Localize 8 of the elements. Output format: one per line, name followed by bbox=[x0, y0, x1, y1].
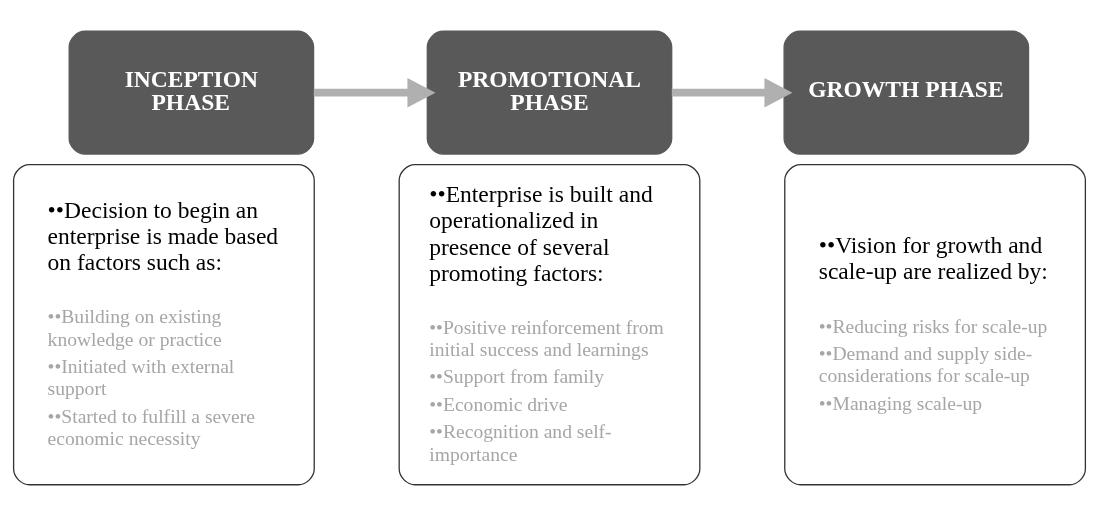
node-box: GROWTH PHASE bbox=[783, 30, 1030, 155]
node-box: ••Decision to begin an enterprise is made based on factors such as: ••Building on existing knowledge or practice ••Initiated with external support ••Started to fulfill a severe economic necessity bbox=[12, 163, 315, 485]
node-box: ••Vision for growth and scale-up are realized by: ••Reducing risks for scale-up ••Demand and supply side-considerations for scale-up ••Managing scale-up bbox=[784, 163, 1087, 485]
node-box: PROMOTIONAL PHASE bbox=[426, 30, 673, 155]
arrow bbox=[671, 77, 793, 107]
node-box: INCEPTION PHASE bbox=[68, 30, 315, 155]
node-box: ••Enterprise is built and operationalized in presence of several promoting factors: ••Positive reinforcement from initial success and learnings ••Support from family ••Economic drive ••Recognition and self-importance bbox=[398, 163, 701, 485]
arrow bbox=[313, 77, 436, 107]
